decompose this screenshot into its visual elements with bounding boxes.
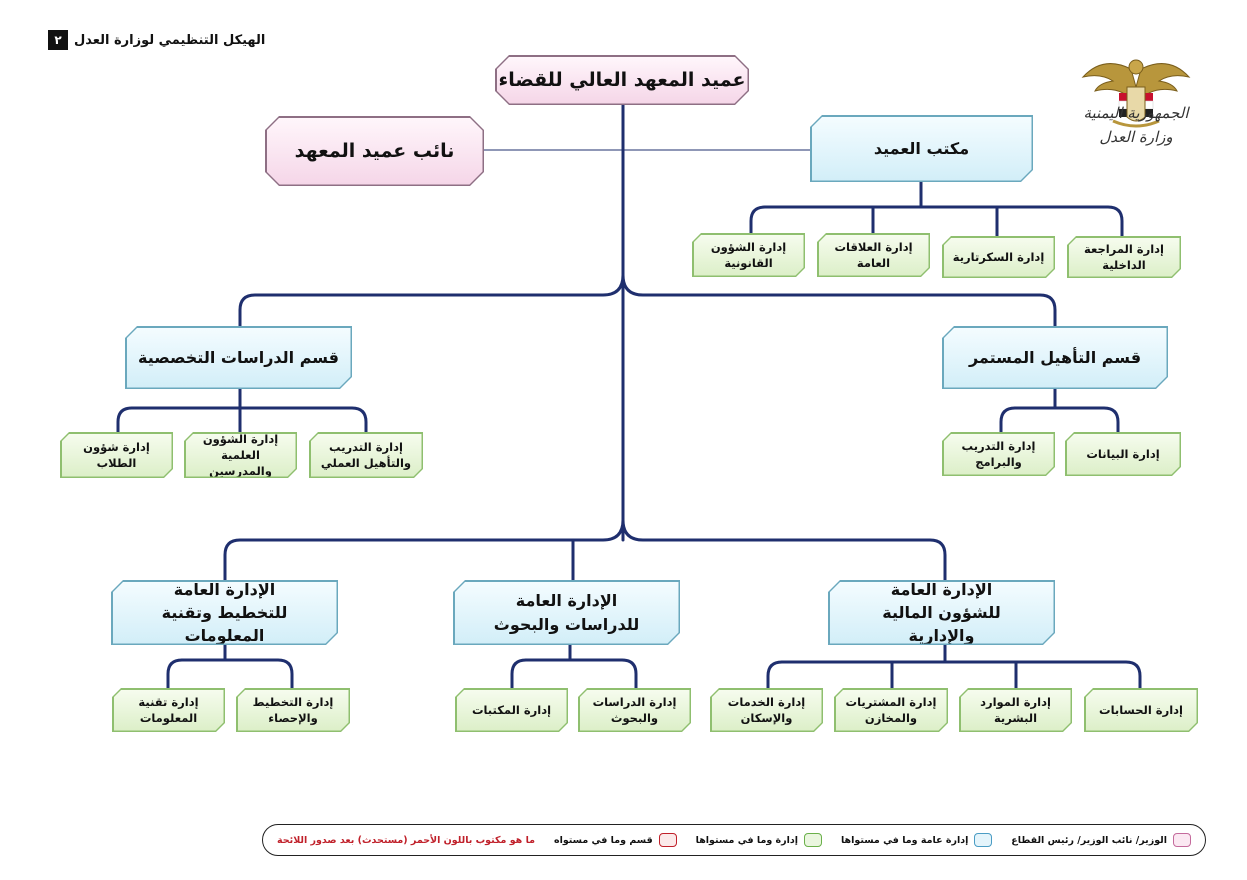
legend-item: إدارة عامة وما في مستواها — [840, 833, 993, 847]
dean-office-child-label: إدارة العلاقات العامة — [819, 235, 929, 276]
page-title: الهيكل التنظيمي لوزارة العدل — [74, 32, 266, 48]
research-box[interactable]: الإدارة العامة للدراسات والبحوث — [453, 580, 680, 645]
deputy-label: نائب عميد المعهد — [267, 118, 483, 185]
dean-office-child-label: إدارة السكرتارية — [944, 238, 1054, 277]
document-title: الهيكل التنظيمي لوزارة العدل ٢ — [48, 30, 265, 50]
legend-swatch-pink — [1173, 833, 1191, 847]
legend-label: قسم وما في مستواه — [553, 834, 653, 846]
legend-label: إدارة عامة وما في مستواها — [840, 834, 969, 846]
deputy-box[interactable]: نائب عميد المعهد — [265, 116, 484, 186]
dean-office-child-label: إدارة المراجعة الداخلية — [1069, 238, 1180, 277]
dean-office-box[interactable]: مكتب العميد — [810, 115, 1033, 182]
legend-item: الوزير/ نائب الوزير/ رئيس القطاع — [1011, 833, 1191, 847]
eagle-emblem-icon — [1081, 59, 1191, 128]
legend-swatch-green — [804, 833, 823, 847]
root-box[interactable]: عميد المعهد العالي للقضاء — [495, 55, 749, 105]
legend-swatch-blue — [974, 833, 993, 847]
finance-admin-child[interactable]: إدارة الحسابات — [1084, 688, 1198, 732]
legend: الوزير/ نائب الوزير/ رئيس القطاع إدارة ع… — [262, 824, 1206, 856]
research-child-label: إدارة المكتبات — [457, 690, 567, 731]
legend-swatch-red — [658, 833, 677, 847]
continuing-education-child[interactable]: إدارة التدريب والبرامج — [942, 432, 1055, 476]
dean-office-child[interactable]: إدارة السكرتارية — [942, 236, 1055, 278]
finance-admin-child[interactable]: إدارة الخدمات والإسكان — [710, 688, 823, 732]
research-child[interactable]: إدارة الدراسات والبحوث — [578, 688, 691, 732]
continuing-education-child-label: إدارة التدريب والبرامج — [944, 434, 1054, 475]
finance-admin-child[interactable]: إدارة المشتريات والمخازن — [834, 688, 948, 732]
emblem-line2: وزارة العدل — [1099, 128, 1173, 146]
legend-note: ما هو مكتوب باللون الأحمر (مستحدث) بعد ص… — [277, 834, 536, 846]
finance-admin-child-label: إدارة الموارد البشرية — [961, 690, 1071, 731]
specialized-studies-child[interactable]: إدارة التدريب والتأهيل العملي — [309, 432, 423, 478]
root-label: عميد المعهد العالي للقضاء — [497, 57, 748, 104]
continuing-education-child-label: إدارة البيانات — [1067, 434, 1180, 475]
research-child[interactable]: إدارة المكتبات — [455, 688, 568, 732]
finance-admin-child-label: إدارة الخدمات والإسكان — [712, 690, 822, 731]
planning-it-box[interactable]: الإدارة العامة للتخطيط وتقنية المعلومات — [111, 580, 338, 645]
continuing-education-box[interactable]: قسم التأهيل المستمر — [942, 326, 1168, 389]
specialized-studies-child-label: إدارة الشؤون العلمية والمدرسين — [186, 434, 296, 477]
legend-item: قسم وما في مستواه — [554, 833, 677, 847]
legend-label: الوزير/ نائب الوزير/ رئيس القطاع — [1011, 834, 1167, 846]
dean-office-child-label: إدارة الشؤون القانونية — [694, 235, 804, 276]
dean-office-child[interactable]: إدارة العلاقات العامة — [817, 233, 930, 277]
research-label: الإدارة العامة للدراسات والبحوث — [455, 582, 679, 644]
continuing-education-label: قسم التأهيل المستمر — [944, 328, 1167, 388]
dean-office-child[interactable]: إدارة المراجعة الداخلية — [1067, 236, 1181, 278]
specialized-studies-box[interactable]: قسم الدراسات التخصصية — [125, 326, 352, 389]
legend-item: إدارة وما في مستواها — [695, 833, 823, 847]
research-child-label: إدارة الدراسات والبحوث — [580, 690, 690, 731]
finance-admin-child-label: إدارة الحسابات — [1086, 690, 1197, 731]
page-number-badge: ٢ — [48, 30, 68, 50]
finance-admin-child[interactable]: إدارة الموارد البشرية — [959, 688, 1072, 732]
planning-it-label: الإدارة العامة للتخطيط وتقنية المعلومات — [113, 582, 337, 644]
specialized-studies-child[interactable]: إدارة الشؤون العلمية والمدرسين — [184, 432, 297, 478]
specialized-studies-child-label: إدارة شؤون الطلاب — [62, 434, 172, 477]
specialized-studies-label: قسم الدراسات التخصصية — [127, 328, 351, 388]
specialized-studies-child[interactable]: إدارة شؤون الطلاب — [60, 432, 173, 478]
planning-it-child-label: إدارة تقنية المعلومات — [114, 690, 224, 731]
legend-label: إدارة وما في مستواها — [695, 834, 799, 846]
finance-admin-child-label: إدارة المشتريات والمخازن — [836, 690, 947, 731]
specialized-studies-child-label: إدارة التدريب والتأهيل العملي — [311, 434, 422, 477]
dean-office-label: مكتب العميد — [812, 117, 1032, 181]
planning-it-child[interactable]: إدارة تقنية المعلومات — [112, 688, 225, 732]
dean-office-child[interactable]: إدارة الشؤون القانونية — [692, 233, 805, 277]
continuing-education-child[interactable]: إدارة البيانات — [1065, 432, 1181, 476]
planning-it-child[interactable]: إدارة التخطيط والإحصاء — [236, 688, 350, 732]
finance-admin-box[interactable]: الإدارة العامة للشؤون المالية والإدارية — [828, 580, 1055, 645]
planning-it-child-label: إدارة التخطيط والإحصاء — [238, 690, 349, 731]
emblem-line1: الجمهورية اليمنية — [1083, 104, 1189, 122]
finance-admin-label: الإدارة العامة للشؤون المالية والإدارية — [830, 582, 1054, 644]
